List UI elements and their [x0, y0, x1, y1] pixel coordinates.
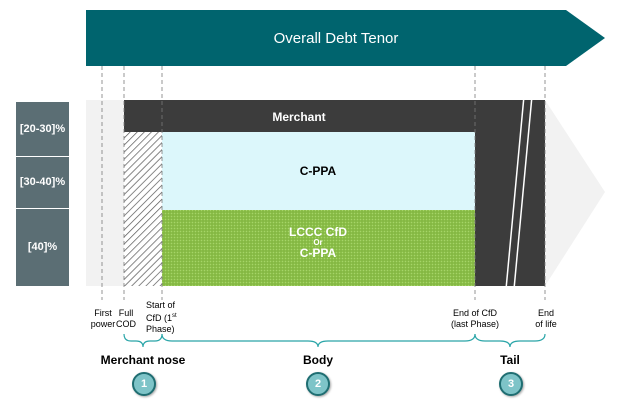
- milestone-end-life-line2: of life: [535, 319, 557, 329]
- milestone-full-cod-line1: Full: [118, 308, 134, 318]
- merchant-nose-hatch: [124, 132, 162, 286]
- section-number-badge-3: 3: [499, 372, 523, 396]
- band-box-bottom: [16, 209, 69, 286]
- milestone-end-cfd-line1: End of CfD: [452, 308, 498, 318]
- milestone-start-cfd-sup: st: [172, 313, 177, 319]
- milestone-start-cfd-line2: CfD (1st: [146, 311, 196, 324]
- section-label-merchant-nose: Merchant nose: [100, 353, 186, 367]
- lccc-label: LCCC CfD Or C-PPA: [162, 226, 474, 260]
- lccc-label-line1: LCCC CfD: [289, 225, 347, 239]
- lccc-label-or: Or: [313, 237, 323, 247]
- section-label-tail: Tail: [500, 353, 520, 367]
- tail-break-line: [512, 84, 534, 301]
- milestone-start-cfd-line1: Start of: [146, 300, 176, 310]
- cppa-block: [162, 132, 475, 210]
- band-label-merchant: [20-30]%: [19, 123, 66, 135]
- tail-block: [475, 100, 545, 286]
- merchant-block: [124, 100, 475, 132]
- section-label-body: Body: [303, 353, 333, 367]
- merchant-label: Merchant: [272, 110, 326, 124]
- milestone-first-power-line1: First: [94, 308, 112, 318]
- milestone-full-cod-line2: COD: [116, 319, 136, 329]
- band-label-lccc: [40]%: [27, 241, 58, 253]
- cppa-label: C-PPA: [299, 164, 337, 178]
- brace-tail: [474, 333, 546, 348]
- milestone-end-life: End of life: [530, 308, 562, 330]
- brace-merchant-nose: [123, 333, 163, 348]
- lccc-block: [162, 210, 475, 286]
- milestone-start-cfd: Start of CfD (1st Phase): [146, 300, 196, 335]
- milestone-end-cfd: End of CfD (last Phase): [440, 308, 510, 330]
- milestone-start-cfd-line3: Phase): [146, 324, 175, 334]
- band-label-cppa: [30-40]%: [19, 176, 66, 188]
- lccc-label-line3: C-PPA: [299, 245, 337, 260]
- milestone-first-power-line2: power: [90, 319, 116, 329]
- brace-body: [161, 333, 476, 348]
- band-box-middle: [16, 157, 69, 208]
- section-number-badge-2: 2: [306, 372, 330, 396]
- tail-break-line: [504, 84, 526, 301]
- milestone-end-cfd-line2: (last Phase): [450, 319, 500, 329]
- milestone-start-cfd-line2-text: CfD (1: [146, 313, 173, 323]
- band-box-top: [16, 102, 69, 156]
- milestone-full-cod: Full COD: [114, 308, 138, 330]
- milestone-end-life-line1: End: [537, 308, 554, 318]
- section-number-badge-1: 1: [132, 372, 156, 396]
- debt-tenor-banner: [86, 10, 605, 66]
- banner-title: Overall Debt Tenor: [273, 30, 399, 47]
- milestone-first-power: First power: [90, 308, 116, 330]
